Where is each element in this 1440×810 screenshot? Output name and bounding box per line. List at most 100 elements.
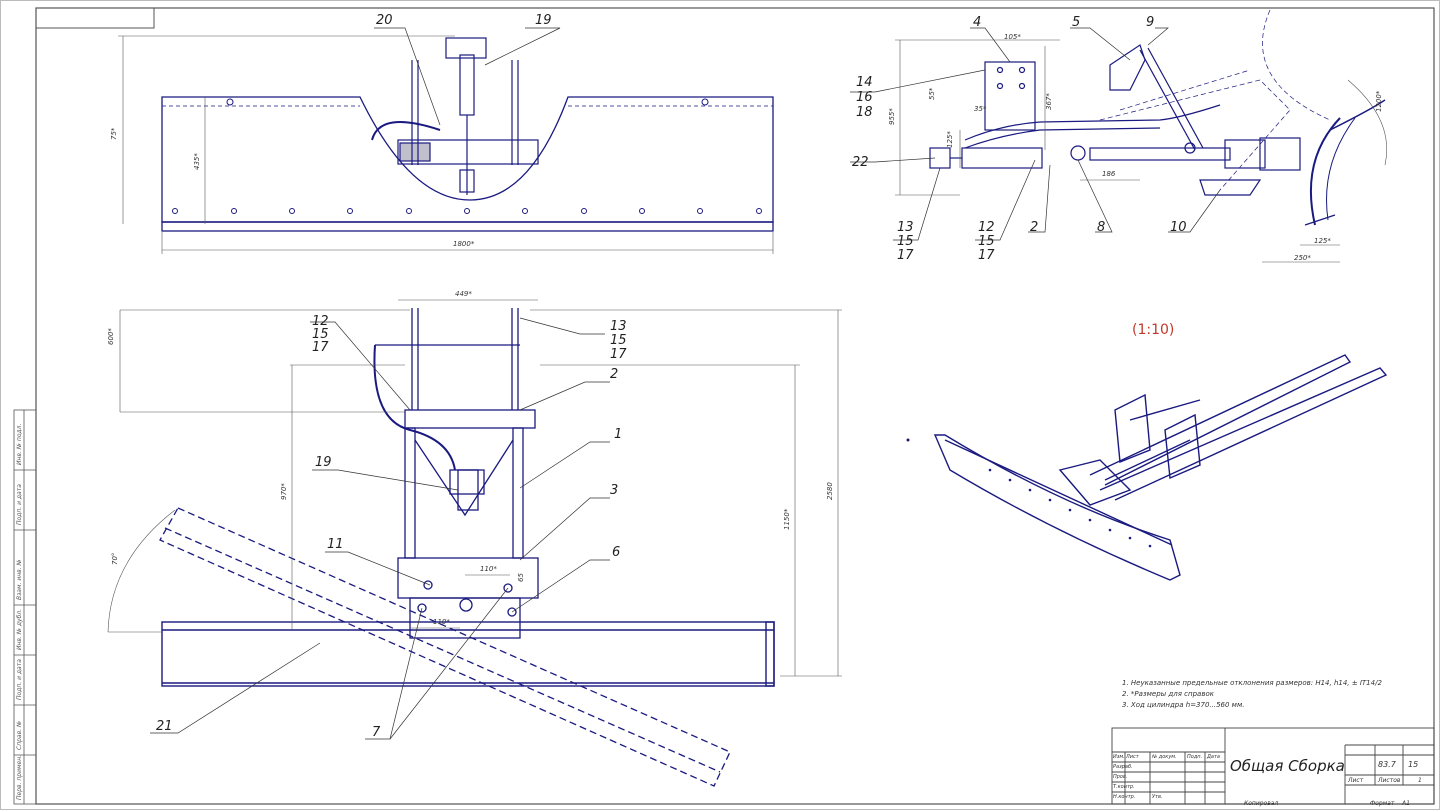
title-block-scale: 15 — [1408, 760, 1419, 769]
callout-20: 20 — [376, 13, 393, 28]
callout-18: 18 — [856, 105, 873, 120]
front-view-cylinder-mount — [371, 37, 539, 195]
dim-600: 600* — [107, 328, 115, 345]
dim-110a: 110* — [480, 565, 497, 573]
callout-17b: 17 — [978, 248, 995, 263]
side-view-hidden-lines — [1099, 9, 1331, 191]
callout-14: 14 — [856, 75, 873, 90]
isometric-view — [933, 354, 1388, 581]
callout-15-plan: 15 — [312, 327, 329, 342]
note-2: 2. *Размеры для справок — [1122, 690, 1214, 698]
drawing-frame — [35, 7, 1435, 805]
drawing-title: Общая Сборка — [1230, 757, 1345, 775]
tb-label-doc: № докум. — [1152, 754, 1177, 760]
dim-970: 970* — [280, 483, 288, 500]
front-view-dimensions — [118, 35, 774, 254]
title-block-format-label: Формат — [1370, 800, 1395, 807]
note-3: 3. Ход цилиндра h=370...560 мм. — [1122, 701, 1245, 709]
technical-notes: 1. Неуказанные предельные отклонения раз… — [1122, 678, 1382, 711]
callout-15b-plan: 15 — [610, 333, 627, 348]
dim-125: 125* — [946, 131, 954, 148]
callout-3-plan: 3 — [610, 483, 619, 498]
callout-12: 12 — [978, 220, 995, 235]
dim-435: 435* — [193, 153, 201, 170]
side-view-dimensions — [895, 39, 1388, 263]
callout-2: 2 — [1030, 220, 1039, 235]
callout-8: 8 — [1097, 220, 1106, 235]
callout-19: 19 — [535, 13, 552, 28]
plan-view-rotated-blade — [159, 507, 731, 787]
top-left-stamp — [35, 7, 155, 29]
callout-19-plan: 19 — [315, 455, 332, 470]
title-block-sheet: Лист — [1348, 777, 1364, 784]
callout-16: 16 — [856, 90, 873, 105]
dim-449: 449* — [455, 290, 472, 298]
callout-15b: 15 — [978, 234, 995, 249]
side-stamp-4: Инв. № дубл. — [16, 608, 23, 650]
dim-65: 65 — [517, 573, 525, 582]
title-block-mass: 83.7 — [1378, 760, 1396, 769]
callout-11-plan: 11 — [327, 537, 344, 552]
note-1: 1. Неуказанные предельные отклонения раз… — [1122, 679, 1382, 687]
tb-label-data: Дата — [1207, 754, 1220, 760]
title-block-sheets-count: 1 — [1418, 777, 1422, 784]
dim-367: 367* — [1045, 93, 1053, 110]
tb-label-izm: Изм. — [1113, 754, 1125, 760]
dim-186: 186 — [1102, 170, 1116, 178]
left-side-stamp — [13, 409, 37, 805]
dim-1200: 1200* — [1375, 90, 1383, 112]
tb-label-nkontr: Н.контр. — [1113, 794, 1136, 800]
tb-label-list: Лист — [1126, 754, 1139, 760]
dim-2580: 2580 — [826, 482, 834, 500]
side-stamp-5: Подп. и дата — [16, 659, 23, 700]
dim-110b: 110* — [433, 618, 450, 626]
plan-view-blade — [161, 621, 775, 687]
dim-125b: 125* — [1314, 237, 1331, 245]
side-stamp-7: Перв. примен. — [16, 754, 23, 800]
dim-55: 55* — [928, 87, 936, 100]
callout-21-plan: 21 — [156, 719, 173, 734]
front-view-blade — [161, 96, 774, 232]
dim-105: 105* — [1004, 33, 1021, 41]
title-block-sheets-label: Листов — [1378, 777, 1401, 784]
scale-label: (1:10) — [1132, 322, 1175, 338]
side-view-frame — [929, 44, 1386, 226]
callout-15: 15 — [897, 234, 914, 249]
side-stamp-3: Взам. инв. № — [16, 559, 23, 600]
callout-17b-plan: 17 — [610, 347, 627, 362]
tb-label-razrab: Разраб. — [1113, 764, 1133, 770]
callout-22: 22 — [852, 155, 869, 170]
callout-4: 4 — [973, 15, 982, 30]
callout-17: 17 — [897, 248, 914, 263]
callout-13-plan: 13 — [610, 319, 627, 334]
dim-70deg: 70° — [111, 552, 119, 565]
tb-label-podp: Подп. — [1187, 754, 1203, 760]
front-view-bolts — [172, 98, 762, 214]
side-stamp-6: Справ. № — [16, 720, 23, 750]
callout-1-plan: 1 — [614, 427, 623, 442]
callout-6-plan: 6 — [612, 545, 621, 560]
tb-label-utv: Утв. — [1152, 794, 1163, 800]
dim-1800: 1800* — [453, 240, 475, 248]
plan-view-dimensions — [107, 299, 842, 677]
dim-35: 35* — [974, 105, 987, 113]
dim-1150: 1150* — [783, 508, 791, 530]
callout-7-plan: 7 — [372, 725, 381, 740]
callout-17-plan: 17 — [312, 340, 329, 355]
tb-label-prov: Пров. — [1113, 774, 1128, 780]
tb-label-tkontr: Т.контр. — [1113, 784, 1135, 790]
callout-9: 9 — [1146, 15, 1155, 30]
side-stamp-2: Подп. и дата — [16, 484, 23, 525]
title-block-copied: Копировал — [1244, 800, 1279, 807]
dim-955: 955* — [888, 108, 896, 125]
callout-5: 5 — [1072, 15, 1081, 30]
callout-13: 13 — [897, 220, 914, 235]
isometric-view-bolts — [906, 438, 1152, 548]
callout-12-plan: 12 — [312, 314, 329, 329]
title-block-format: А1 — [1402, 800, 1410, 807]
callout-10: 10 — [1170, 220, 1187, 235]
side-stamp-1: Инв. № подл. — [16, 423, 23, 465]
leader-lines — [150, 27, 1221, 740]
plan-view-frame — [373, 308, 539, 639]
